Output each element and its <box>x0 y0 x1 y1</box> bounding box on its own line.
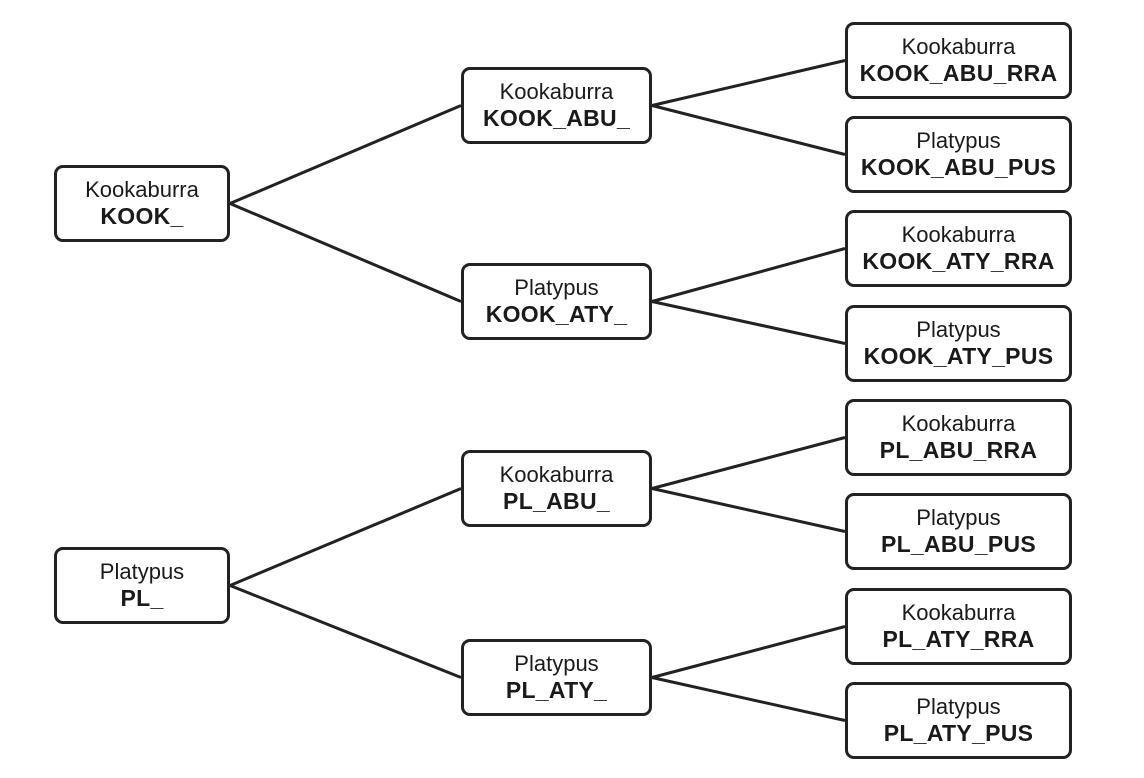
node-code-label: PL_ABU_ <box>503 487 610 514</box>
node-animal-label: Kookaburra <box>901 410 1016 436</box>
node-animal-label: Kookaburra <box>499 461 614 487</box>
node-animal-label: Platypus <box>916 504 1001 530</box>
node-code-label: KOOK_ATY_RRA <box>862 247 1055 274</box>
edge-kook-to-kook-aty <box>229 202 462 303</box>
node-kook-aty: Platypus KOOK_ATY_ <box>461 263 652 340</box>
edge-pl-to-pl-aty <box>229 584 462 679</box>
node-code-label: KOOK_ABU_RRA <box>859 59 1058 86</box>
node-code-label: KOOK_ <box>100 202 184 229</box>
node-pl-abu: Kookaburra PL_ABU_ <box>461 450 652 527</box>
node-kook-abu-rra: Kookaburra KOOK_ABU_RRA <box>845 22 1072 99</box>
node-animal-label: Platypus <box>916 693 1001 719</box>
node-animal-label: Kookaburra <box>901 33 1016 59</box>
node-code-label: PL_ABU_RRA <box>879 436 1038 463</box>
edge-pl-aty-to-pl-aty-pus <box>651 676 846 722</box>
node-pl-aty-rra: Kookaburra PL_ATY_RRA <box>845 588 1072 665</box>
node-animal-label: Kookaburra <box>901 599 1016 625</box>
node-kook-abu: Kookaburra KOOK_ABU_ <box>461 67 652 144</box>
node-animal-label: Platypus <box>514 650 599 676</box>
edge-pl-aty-to-pl-aty-rra <box>651 625 846 679</box>
node-kook-aty-rra: Kookaburra KOOK_ATY_RRA <box>845 210 1072 287</box>
node-code-label: PL_ABU_PUS <box>880 530 1037 557</box>
edge-kook-abu-to-kook-abu-rra <box>651 59 846 107</box>
node-animal-label: Platypus <box>916 127 1001 153</box>
edge-kook-aty-to-kook-aty-pus <box>651 300 846 345</box>
node-code-label: PL_ATY_PUS <box>883 719 1034 746</box>
edge-pl-to-pl-abu <box>229 487 462 587</box>
node-pl-abu-rra: Kookaburra PL_ABU_RRA <box>845 399 1072 476</box>
node-animal-label: Kookaburra <box>85 176 199 202</box>
node-kook-abu-pus: Platypus KOOK_ABU_PUS <box>845 116 1072 193</box>
node-code-label: KOOK_ATY_PUS <box>863 342 1054 369</box>
edge-kook-abu-to-kook-abu-pus <box>651 104 846 156</box>
node-pl: Platypus PL_ <box>54 547 230 624</box>
edge-pl-abu-to-pl-abu-pus <box>651 487 846 533</box>
node-kook-aty-pus: Platypus KOOK_ATY_PUS <box>845 305 1072 382</box>
node-code-label: KOOK_ABU_ <box>482 104 631 131</box>
node-code-label: KOOK_ABU_PUS <box>860 153 1057 180</box>
node-pl-aty: Platypus PL_ATY_ <box>461 639 652 716</box>
node-animal-label: Platypus <box>99 558 185 584</box>
node-animal-label: Kookaburra <box>901 221 1016 247</box>
edge-kook-aty-to-kook-aty-rra <box>651 247 846 303</box>
node-code-label: PL_ATY_RRA <box>882 625 1035 652</box>
node-animal-label: Platypus <box>916 316 1001 342</box>
node-code-label: PL_ATY_ <box>505 676 608 703</box>
node-code-label: PL_ <box>120 584 164 611</box>
edge-pl-abu-to-pl-abu-rra <box>651 436 846 490</box>
node-pl-abu-pus: Platypus PL_ABU_PUS <box>845 493 1072 570</box>
node-code-label: KOOK_ATY_ <box>485 300 628 327</box>
node-animal-label: Platypus <box>514 274 599 300</box>
edge-kook-to-kook-abu <box>229 104 462 205</box>
node-kook: Kookaburra KOOK_ <box>54 165 230 242</box>
node-pl-aty-pus: Platypus PL_ATY_PUS <box>845 682 1072 759</box>
node-animal-label: Kookaburra <box>499 78 614 104</box>
